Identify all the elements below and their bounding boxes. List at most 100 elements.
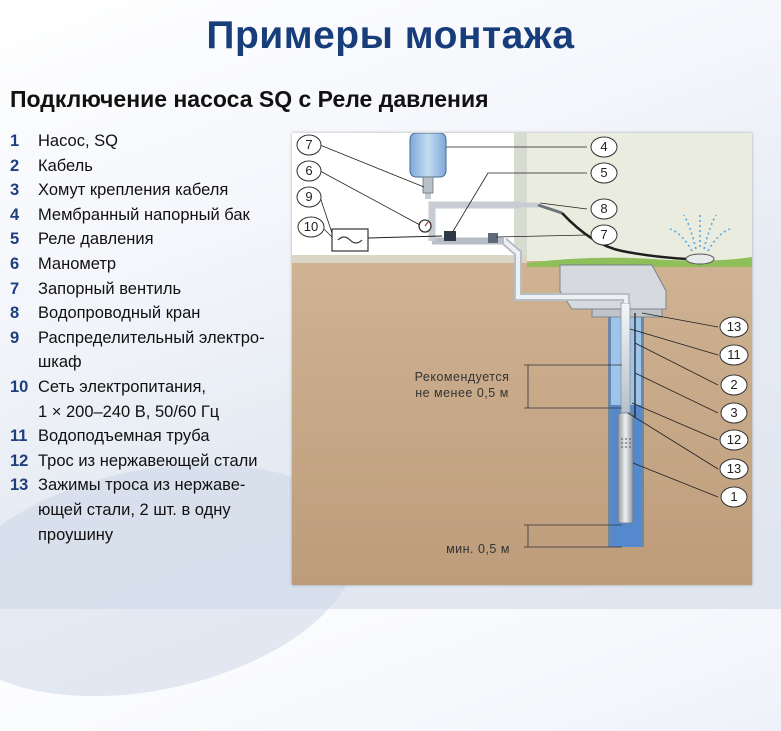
legend-text: Реле давления (38, 230, 154, 249)
legend-item-8: 8 Водопроводный кран (10, 301, 295, 326)
callout-right-12: 12 (719, 429, 749, 451)
sprinkler (685, 253, 715, 265)
legend-text: Сеть электропитания,1 × 200–240 В, 50/60… (38, 377, 220, 421)
legend-text: Распределительный электро-шкаф (38, 328, 265, 372)
legend-item-12: 12 Трос из нержавеющей стали (10, 449, 295, 474)
legend-text: Манометр (38, 254, 117, 273)
recommended-dimension (524, 364, 622, 409)
callout-label: 5 (600, 165, 607, 180)
legend-item-5: 5 Реле давления (10, 227, 295, 252)
legend-list: 1 Насос, SQ 2 Кабель 3 Хомут крепления кабе… (10, 129, 295, 547)
legend-text: Запорный вентиль (38, 279, 182, 298)
minimum-note: мин. 0,5 м (446, 542, 510, 556)
callout-label: 12 (727, 432, 741, 447)
house-pipe-upper (428, 201, 520, 241)
legend-item-1: 1 Насос, SQ (10, 129, 295, 154)
legend-text: Трос из нержавеющей стали (38, 451, 258, 470)
pump-body (617, 412, 634, 524)
legend-number: 3 (10, 181, 20, 200)
pump-intake-grid (621, 438, 631, 448)
callout-right-13-bottom: 13 (719, 458, 749, 480)
callout-right-11: 11 (719, 344, 749, 366)
callout-label: 10 (304, 219, 318, 234)
callout-label: 1 (730, 489, 737, 504)
callout-right-3: 3 (720, 402, 748, 424)
cabinet-wire (367, 235, 443, 239)
floor-slab (292, 255, 527, 263)
legend-text: Хомут крепления кабеля (38, 181, 229, 200)
ac-symbol (337, 236, 363, 244)
legend-text: Водоподъемная труба (38, 427, 210, 446)
pressure-switch (444, 231, 456, 241)
legend-number: 13 (10, 476, 29, 495)
callout-label: 6 (305, 163, 312, 178)
callout-right-4: 4 (590, 136, 618, 158)
shutoff-valve (488, 233, 498, 243)
page-subtitle: Подключение насоса SQ с Реле давления (10, 86, 489, 112)
legend-item-13: 13 Зажимы троса из нержаве-ющей стали, 2 … (10, 473, 295, 547)
callout-label: 2 (730, 377, 737, 392)
callout-right-5: 5 (590, 162, 618, 184)
legend-text: Зажимы троса из нержаве-ющей стали, 2 шт… (38, 476, 246, 544)
tank-connector (422, 176, 434, 194)
legend-number: 11 (10, 427, 28, 446)
legend-text: Мембранный напорный бак (38, 205, 250, 224)
legend-text: Водопроводный кран (38, 304, 201, 323)
legend-item-3: 3 Хомут крепления кабеля (10, 178, 295, 203)
legend-item-7: 7 Запорный вентиль (10, 277, 295, 302)
installation-diagram: Рекомендуется не менее 0,5 м мин. 0,5 м (292, 133, 752, 585)
page-title: Примеры монтажа (206, 14, 575, 57)
legend-number: 8 (10, 304, 20, 323)
callout-left-9: 9 (296, 186, 322, 208)
legend-number: 4 (10, 205, 20, 224)
callout-left-7: 7 (296, 134, 322, 156)
minimum-dimension (524, 524, 622, 548)
callout-label: 3 (730, 405, 737, 420)
underground-pipe-highlight (502, 239, 628, 303)
casing-left (608, 311, 611, 547)
callout-label: 13 (727, 319, 741, 334)
casing-right (641, 311, 644, 547)
callout-right-2: 2 (720, 374, 748, 396)
leader-lines (319, 144, 719, 498)
legend-item-6: 6 Манометр (10, 252, 295, 277)
legend-number: 1 (10, 132, 20, 150)
legend-number: 5 (10, 230, 20, 249)
callout-label: 11 (727, 347, 741, 362)
outdoor-wall (527, 133, 752, 261)
legend-number: 7 (10, 279, 20, 298)
recommended-note-line2: не менее 0,5 м (415, 386, 509, 400)
legend-number: 10 (10, 377, 29, 396)
diagram-svg: Рекомендуется не менее 0,5 м мин. 0,5 м (292, 133, 752, 585)
callout-label: 9 (305, 189, 312, 204)
legend-item-2: 2 Кабель (10, 154, 295, 179)
callout-right-13-top: 13 (719, 316, 749, 338)
well-head-cover (559, 264, 667, 310)
legend-number: 9 (10, 328, 20, 347)
legend-text: Кабель (38, 156, 93, 175)
callout-label: 13 (727, 461, 741, 476)
wall-column (514, 133, 527, 261)
sprinkler-spray (669, 213, 731, 252)
callout-right-8: 8 (590, 198, 618, 220)
ground-soil (292, 261, 752, 585)
callout-label: 4 (600, 139, 607, 154)
manometer-needle (424, 221, 429, 227)
callout-right-1: 1 (720, 486, 748, 508)
legend-text: Насос, SQ (38, 132, 118, 150)
callout-right-7: 7 (590, 224, 618, 246)
legend-item-4: 4 Мембранный напорный бак (10, 203, 295, 228)
pressure-tank (409, 133, 447, 178)
callout-left-6: 6 (296, 160, 322, 182)
callout-label: 7 (600, 227, 607, 242)
callout-label: 8 (600, 201, 607, 216)
legend-item-9: 9 Распределительный электро-шкаф (10, 326, 295, 375)
callout-left-10: 10 (297, 216, 325, 238)
riser-pipe (620, 302, 631, 414)
legend-number: 6 (10, 254, 20, 273)
legend-item-11: 11 Водоподъемная труба (10, 424, 295, 449)
legend-number: 12 (10, 451, 29, 470)
recommended-note-line1: Рекомендуется (415, 370, 510, 384)
legend-number: 2 (10, 156, 20, 175)
callout-label: 7 (305, 137, 312, 152)
